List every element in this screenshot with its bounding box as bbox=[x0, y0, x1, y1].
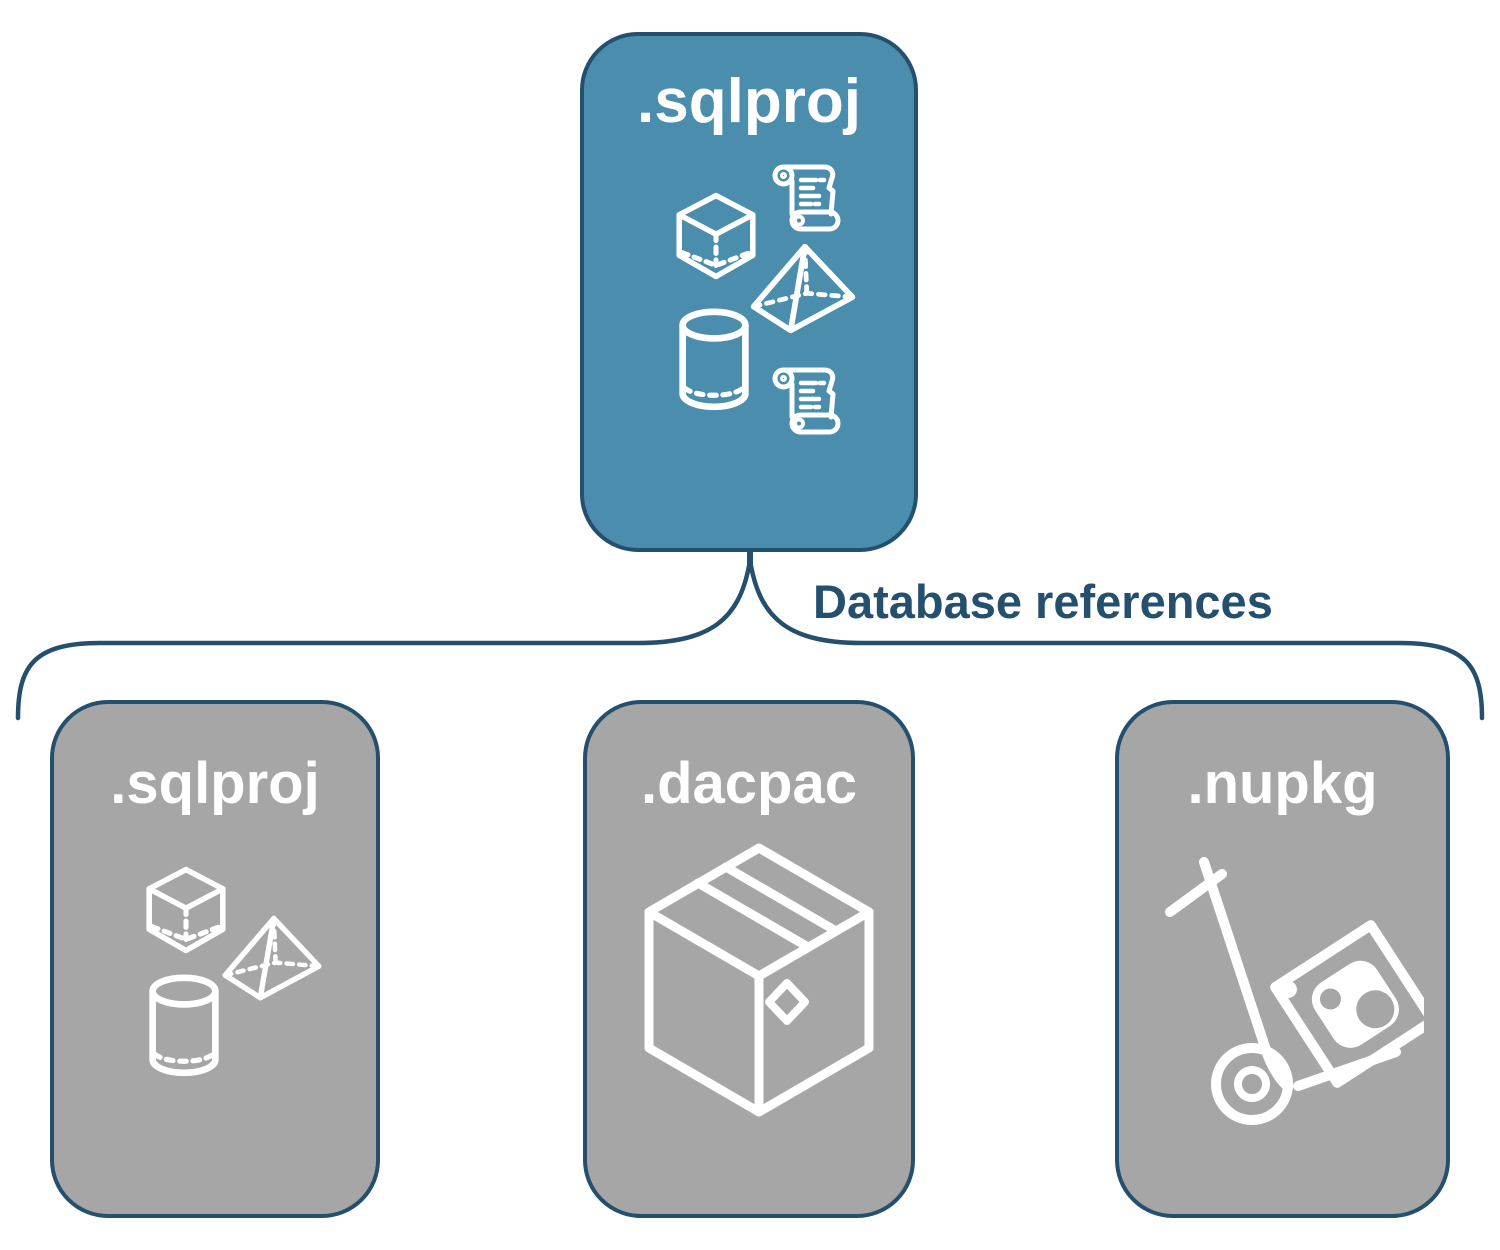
node-sqlproj-child: .sqlproj bbox=[50, 700, 380, 1218]
cube-icon bbox=[149, 870, 223, 951]
scroll-icon bbox=[775, 167, 838, 229]
package-box-icon bbox=[639, 840, 879, 1120]
cylinder-icon bbox=[683, 312, 746, 407]
sql-objects-icon-cluster bbox=[668, 158, 860, 450]
cube-icon bbox=[679, 196, 753, 277]
scroll-icon bbox=[775, 370, 838, 432]
hand-truck-icon bbox=[1164, 844, 1424, 1144]
pyramid-icon bbox=[225, 919, 319, 998]
node-label: .nupkg bbox=[1187, 751, 1378, 816]
node-sqlproj-root: .sqlproj bbox=[580, 32, 918, 552]
node-dacpac: .dacpac bbox=[583, 700, 915, 1218]
node-label: .dacpac bbox=[641, 751, 857, 816]
connector-label: Database references bbox=[813, 575, 1273, 628]
sql-objects-icon-cluster bbox=[138, 856, 330, 1096]
pyramid-icon bbox=[754, 247, 853, 331]
node-label: .sqlproj bbox=[110, 751, 320, 816]
cylinder-icon bbox=[153, 978, 216, 1073]
node-label: .sqlproj bbox=[637, 67, 861, 136]
node-nupkg: .nupkg bbox=[1115, 700, 1450, 1218]
